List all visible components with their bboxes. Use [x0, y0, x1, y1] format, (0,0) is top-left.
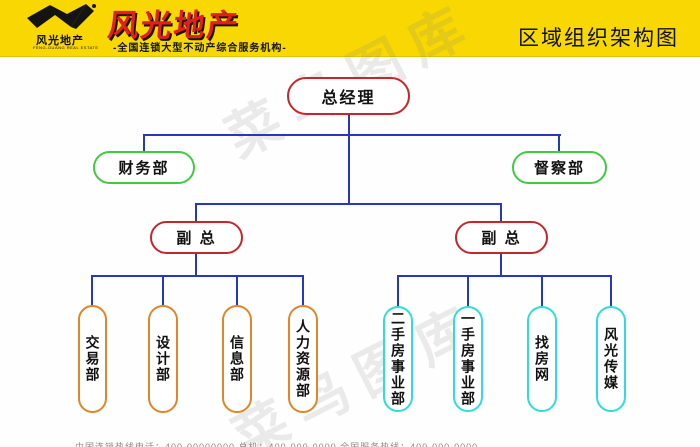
connector-right-dept4-stub [610, 275, 612, 306]
page-title: 区域组织架构图 [518, 27, 679, 50]
node-hr-dept: 人力资源部 [288, 305, 318, 413]
connector-finance-stub [143, 134, 145, 151]
node-supervision-dept: 督察部 [512, 151, 607, 184]
connector-level2-horizontal [144, 134, 561, 136]
node-housefinding-web: 找房网 [527, 306, 557, 412]
connector-right-group-horizontal [398, 275, 612, 277]
node-information-dept: 信息部 [222, 305, 252, 413]
logo-company-name: 风光地产 [36, 35, 84, 47]
header-band: 风光地产 FENG-GUANG REAL ESTATE 风光地产 -全国连锁大型… [0, 0, 700, 57]
footer-hotline-text: 中国连锁热线电话：400-00000000 总机：400-000-0000 全国… [75, 442, 479, 447]
connector-deputy-left-stub [195, 203, 197, 221]
brand-subtitle: -全国连锁大型不动产综合服务机构- [113, 43, 287, 54]
fengguang-logo-icon [27, 4, 96, 29]
node-firsthand-housing-division: 一手房事业部 [453, 306, 483, 412]
connector-left-group-horizontal [92, 275, 304, 277]
node-secondhand-housing-division: 二手房事业部 [383, 306, 413, 412]
logo-company-name-en: FENG-GUANG REAL ESTATE [33, 45, 99, 50]
node-deputy-left: 副 总 [150, 221, 243, 254]
connector-root-vertical [348, 115, 350, 203]
node-design-dept: 设计部 [148, 305, 178, 413]
connector-right-dept1-stub [397, 275, 399, 306]
node-fengguang-media: 风光传媒 [596, 306, 626, 412]
connector-left-dept4-stub [302, 275, 304, 305]
connector-left-dept2-stub [162, 275, 164, 305]
connector-deputy-horizontal [196, 203, 502, 205]
node-trading-dept: 交易部 [78, 305, 107, 413]
connector-left-group-vertical [195, 254, 197, 275]
connector-right-group-vertical [500, 254, 502, 275]
node-general-manager: 总经理 [287, 77, 410, 115]
connector-right-dept3-stub [541, 275, 543, 306]
connector-right-dept2-stub [467, 275, 469, 306]
connector-left-dept1-stub [91, 275, 93, 305]
footer-hotline-strip: 中国连锁热线电话：400-00000000 总机：400-000-0000 全国… [75, 440, 675, 447]
connector-deputy-right-stub [500, 203, 502, 221]
node-deputy-right: 副 总 [455, 221, 548, 254]
connector-left-dept3-stub [236, 275, 238, 305]
node-finance-dept: 财务部 [93, 151, 195, 184]
connector-supervision-stub [558, 134, 560, 151]
